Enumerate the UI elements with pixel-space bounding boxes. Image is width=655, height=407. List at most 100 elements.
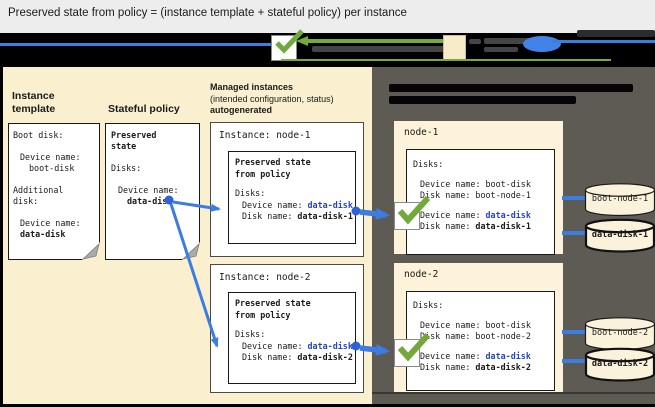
managed-instance-title: Instance: node-2 <box>219 272 311 283</box>
device-name-label: Device name: <box>420 350 481 361</box>
disk-name-value: boot-node-2 <box>475 331 531 341</box>
instance-template-card: Boot disk: Device name: boot-disk Additi… <box>8 123 100 260</box>
legend-blue-line <box>0 43 272 46</box>
device-name-row: Device name: data-disk <box>235 341 355 353</box>
diagram-title: Preserved state from policy = (instance … <box>8 7 407 19</box>
disk-label: boot-node-2 <box>591 328 649 338</box>
disk-name-value: boot-node-1 <box>475 190 531 200</box>
legend-blue-line-right <box>552 40 655 43</box>
legend-redacted-text <box>469 39 481 44</box>
legend-disk-oval-icon <box>523 36 561 52</box>
applied-checkbox-node-1 <box>394 196 431 230</box>
device-name-label: Device name: <box>420 178 481 189</box>
header-strip <box>0 0 655 33</box>
page-fold-icon <box>182 242 200 260</box>
boot-disk-value: boot-disk <box>29 163 75 173</box>
disk-name-row: Disk name:data-disk-1 <box>235 211 355 223</box>
legend-green-underline <box>281 59 611 61</box>
device-name-value: boot-disk <box>485 319 531 330</box>
device-name-label: Device name: <box>118 185 179 195</box>
disk-name-label: Disk name: <box>420 362 471 372</box>
preserved-state-box: Preserved state from policy Disks: Devic… <box>228 151 356 244</box>
managed-instance-card-node-2: Instance: node-2 Preserved state from po… <box>210 264 364 393</box>
device-name-row: Device name: boot-disk <box>413 320 554 332</box>
check-icon <box>397 333 431 362</box>
legend-redacted-text <box>484 47 518 52</box>
disk-name-value: data-disk-2 <box>475 362 531 372</box>
vm-title: node-2 <box>404 269 439 280</box>
legend-cream-box <box>443 35 466 60</box>
data-disk-value: data-disk <box>20 229 66 239</box>
heading-line: (intended configuration, status) <box>210 93 334 104</box>
disk-name-row: Disk name: boot-node-1 <box>413 190 554 202</box>
device-name-label: Device name: <box>20 218 81 228</box>
disk-name-label: Disk name: <box>420 221 471 231</box>
heading-line: Managed instances <box>210 82 294 92</box>
disks-label: Disks: <box>235 188 266 198</box>
disk-cylinder-data-disk-2: data-disk-2 <box>584 347 655 383</box>
managed-instances-heading: Managed instances (intended configuratio… <box>210 82 372 117</box>
disk-connector <box>562 196 585 200</box>
legend-redacted-text <box>577 30 655 37</box>
stateful-policy-card: Preserved state Disks: Device name: data… <box>105 123 200 260</box>
disk-cylinder-boot-node-1: boot-node-1 <box>584 182 655 218</box>
vm-card-node-1: node-1 Disks: Device name:boot-disk Disk… <box>394 121 563 255</box>
device-name-row: Device name: data-disk <box>413 210 554 222</box>
legend-checkbox <box>271 29 304 61</box>
disks-label: Disks: <box>413 300 444 310</box>
vm-title: node-1 <box>404 127 439 138</box>
legend-green-line <box>306 39 446 43</box>
legend-green-arrowhead <box>296 36 308 46</box>
vm-disks-box: Disks: Device name:boot-disk Disk name:b… <box>406 149 555 255</box>
device-name-label: Device name: <box>420 319 481 330</box>
disk-connector <box>562 330 585 334</box>
heading-line: autogenerated <box>210 105 273 115</box>
applied-checkbox-node-2 <box>394 333 431 367</box>
disks-label: Disks: <box>235 329 266 339</box>
preserved-state-box: Preserved state from policy Disks: Devic… <box>228 292 356 384</box>
page-fold-icon <box>82 242 100 260</box>
disk-name-row: Disk name: data-disk-2 <box>235 352 355 364</box>
check-icon <box>397 196 431 225</box>
device-name-label: Device name: <box>242 199 303 210</box>
preserved-state-box-title: Preserved state from policy <box>235 298 311 320</box>
disk-name-label: Disk name: <box>420 331 471 341</box>
disk-label: data-disk-2 <box>591 359 649 369</box>
additional-disk-label: Additional <box>13 185 64 195</box>
device-name-value: data-disk <box>485 209 531 220</box>
preserved-state-title: Preserved state <box>111 130 157 151</box>
vm-group-heading-redacted <box>389 84 633 92</box>
vm-group-panel-edge <box>372 392 655 394</box>
additional-disk-label: disk: <box>13 196 39 206</box>
device-name-value: data-disk <box>485 350 531 361</box>
stateful-policy-heading: Stateful policy <box>108 103 180 115</box>
managed-instance-card-node-1: Instance: node-1 Preserved state from po… <box>210 122 364 257</box>
disk-name-label: Disk name: <box>242 211 293 221</box>
vm-group-heading-redacted <box>389 96 576 104</box>
disk-cylinder-data-disk-1: data-disk-1 <box>584 218 655 254</box>
vm-disks-box: Disks: Device name: boot-disk Disk name: b… <box>406 291 555 391</box>
device-name-label: Device name: <box>420 209 481 220</box>
disk-name-row: Disk name: data-disk-2 <box>413 362 554 374</box>
device-name-row: Device name:boot-disk <box>413 179 554 191</box>
data-disk-value: data-disk <box>127 196 173 206</box>
device-name-value: data-disk <box>307 199 353 210</box>
device-name-label: Device name: <box>242 340 303 351</box>
disk-connector <box>562 231 585 235</box>
disk-name-row: Disk name:data-disk-1 <box>413 221 554 233</box>
legend-redacted-text <box>484 38 552 44</box>
disk-connector <box>562 359 585 363</box>
device-name-label: Device name: <box>20 152 81 162</box>
disks-label: Disks: <box>111 163 142 173</box>
device-name-value: data-disk <box>307 340 353 351</box>
legend-bar <box>0 29 655 67</box>
device-name-row: Device name: data-disk <box>235 200 355 212</box>
disk-name-value: data-disk-2 <box>297 352 353 362</box>
boot-disk-label: Boot disk: <box>13 130 64 140</box>
disk-name-label: Disk name: <box>242 352 293 362</box>
vm-card-node-2: node-2 Disks: Device name: boot-disk Disk… <box>394 263 563 392</box>
disk-label: boot-node-1 <box>591 194 649 204</box>
preserved-state-box-title: Preserved state from policy <box>235 157 311 179</box>
disk-name-label: Disk name: <box>420 190 471 200</box>
